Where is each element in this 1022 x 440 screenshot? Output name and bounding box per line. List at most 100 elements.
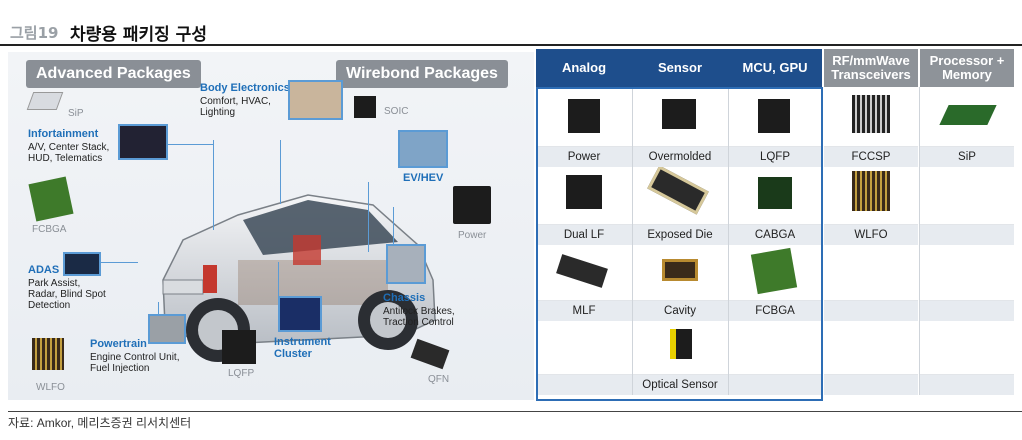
power-package-icon bbox=[568, 99, 600, 133]
source-note: 자료: Amkor, 메리츠증권 리서치센터 bbox=[8, 411, 1022, 431]
table-cell bbox=[824, 167, 918, 225]
label-empty bbox=[824, 375, 918, 395]
powertrain-text: Engine Control Unit, Fuel Injection bbox=[90, 352, 180, 374]
leader-line bbox=[278, 262, 279, 322]
label-empty bbox=[920, 375, 1014, 395]
figure-header: 그림19 차량용 패키징 구성 bbox=[0, 16, 1022, 46]
table-cell bbox=[632, 321, 728, 375]
instrument-cluster-title: Instrument Cluster bbox=[274, 336, 331, 360]
header-rf: RF/mmWave Transceivers bbox=[824, 49, 918, 87]
header-processor: Processor + Memory bbox=[920, 49, 1014, 87]
label-mlf: MLF bbox=[536, 301, 632, 321]
leader-line bbox=[280, 140, 281, 204]
column-divider bbox=[728, 87, 729, 395]
label-wlfo: WLFO bbox=[824, 225, 918, 245]
column-divider bbox=[919, 87, 920, 395]
table-cell bbox=[728, 167, 822, 225]
label-sip: SiP bbox=[920, 147, 1014, 167]
table-cell bbox=[824, 87, 918, 147]
powertrain-icon bbox=[148, 314, 186, 344]
table-cell bbox=[920, 321, 1014, 375]
label-cabga: CABGA bbox=[728, 225, 822, 245]
power-chip-icon bbox=[453, 186, 491, 224]
adas-title: ADAS bbox=[28, 264, 60, 276]
figure-title: 차량용 패키징 구성 bbox=[70, 25, 207, 45]
chassis-title: Chassis bbox=[383, 292, 426, 304]
qfn-label: QFN bbox=[428, 374, 450, 385]
lqfp-label: LQFP bbox=[228, 368, 255, 379]
infotainment-title: Infortainment bbox=[28, 128, 99, 140]
soic-chip-icon bbox=[354, 96, 376, 118]
table-cell bbox=[632, 87, 728, 147]
leader-line bbox=[368, 182, 369, 252]
wirebond-packages-label: Wirebond Packages bbox=[336, 60, 508, 88]
label-empty bbox=[824, 301, 918, 321]
label-empty bbox=[920, 301, 1014, 321]
overmolded-package-icon bbox=[662, 99, 696, 129]
label-cavity: Cavity bbox=[632, 301, 728, 321]
soic-label: SOIC bbox=[384, 106, 409, 117]
power-label: Power bbox=[458, 230, 487, 241]
table-cell bbox=[536, 87, 632, 147]
sip-chip-icon bbox=[26, 92, 64, 110]
sip-label: SiP bbox=[68, 108, 84, 119]
instrument-cluster-icon bbox=[278, 296, 322, 332]
fcbga-label: FCBGA bbox=[32, 224, 67, 235]
figure-number: 그림19 bbox=[10, 24, 59, 42]
fcbga-chip-icon bbox=[28, 176, 74, 222]
table-cell bbox=[824, 245, 918, 301]
car-interior-icon bbox=[288, 80, 343, 120]
table-cell bbox=[632, 245, 728, 301]
header-mcu-gpu: MCU, GPU bbox=[728, 49, 822, 87]
wlfo-label: WLFO bbox=[36, 382, 65, 393]
table-cell bbox=[536, 245, 632, 301]
label-lqfp: LQFP bbox=[728, 147, 822, 167]
table-cell bbox=[536, 321, 632, 375]
cabga-package-icon bbox=[758, 177, 792, 209]
leader-line bbox=[393, 207, 394, 247]
table-cell bbox=[920, 167, 1014, 225]
chassis-text: Antilock Brakes, Traction Control bbox=[383, 306, 455, 328]
dashboard-screen-icon bbox=[118, 124, 168, 160]
leader-line bbox=[83, 262, 138, 263]
label-fccsp: FCCSP bbox=[824, 147, 918, 167]
label-empty bbox=[536, 375, 632, 395]
label-fcbga: FCBGA bbox=[728, 301, 822, 321]
header-analog: Analog bbox=[536, 49, 632, 87]
adas-text: Park Assist, Radar, Blind Spot Detection bbox=[28, 278, 106, 311]
column-divider bbox=[632, 87, 633, 395]
adas-radar-icon bbox=[63, 252, 101, 276]
fccsp-package-icon bbox=[852, 95, 890, 133]
leader-line bbox=[213, 140, 214, 230]
wlfo-chip-icon bbox=[32, 338, 64, 370]
table-cell bbox=[728, 245, 822, 301]
table-cell bbox=[824, 321, 918, 375]
ev-engine-icon bbox=[398, 130, 448, 168]
lqfp-chip-icon bbox=[222, 330, 256, 364]
label-optical-sensor: Optical Sensor bbox=[632, 375, 728, 395]
table-cell bbox=[920, 87, 1014, 147]
body-electronics-title: Body Electronics bbox=[200, 82, 290, 94]
sip-package-icon bbox=[939, 105, 997, 125]
label-exposed-die: Exposed Die bbox=[632, 225, 728, 245]
table-cell bbox=[728, 87, 822, 147]
ev-hev-title: EV/HEV bbox=[403, 172, 444, 184]
powertrain-title: Powertrain bbox=[90, 338, 147, 350]
optical-sensor-package-icon bbox=[670, 329, 692, 359]
label-empty bbox=[728, 375, 822, 395]
leader-line bbox=[130, 144, 213, 145]
table-cell bbox=[728, 321, 822, 375]
car-illustration bbox=[162, 194, 436, 362]
automotive-packages-highlight bbox=[536, 87, 823, 401]
label-overmolded: Overmolded bbox=[632, 147, 728, 167]
lqfp-package-icon bbox=[758, 99, 790, 133]
advanced-packages-label: Advanced Packages bbox=[26, 60, 201, 88]
body-electronics-text: Comfort, HVAC, Lighting bbox=[200, 96, 271, 118]
wlfo-package-icon bbox=[852, 171, 890, 211]
table-cell bbox=[920, 245, 1014, 301]
vehicle-packages-panel: Advanced Packages Wirebond Packages SiP … bbox=[8, 52, 534, 400]
label-empty bbox=[920, 225, 1014, 245]
header-sensor: Sensor bbox=[632, 49, 728, 87]
cavity-package-icon bbox=[662, 259, 698, 281]
chassis-brake-icon bbox=[386, 244, 426, 284]
